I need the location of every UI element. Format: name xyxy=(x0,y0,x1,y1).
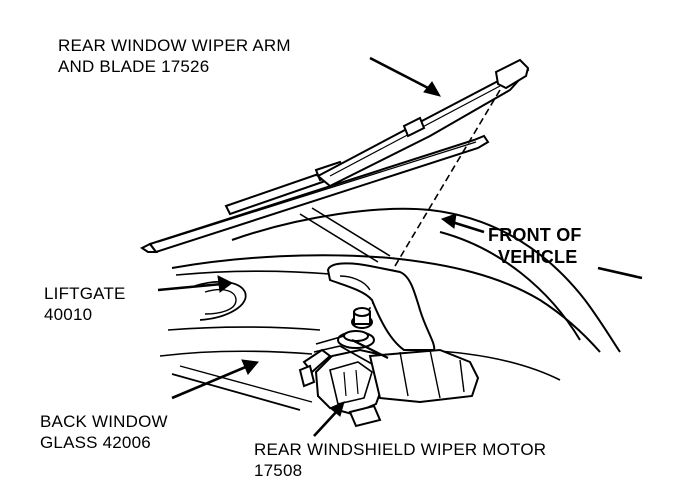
wiper-pivot-housing xyxy=(326,262,436,351)
label-front-of-vehicle-line1: FRONT OF xyxy=(488,225,582,245)
leader-arrows xyxy=(157,56,643,437)
label-back-window-line2: GLASS 42006 xyxy=(40,433,151,452)
label-liftgate-line2: 40010 xyxy=(44,305,93,324)
label-back-window-line1: BACK WINDOW xyxy=(40,412,168,431)
label-wiper-motor-line2: 17508 xyxy=(254,461,303,480)
label-wiper-arm-line1: REAR WINDOW WIPER ARM xyxy=(58,36,291,55)
liftgate-body xyxy=(159,207,621,411)
label-wiper-motor-line1: REAR WINDSHIELD WIPER MOTOR xyxy=(254,440,547,459)
label-liftgate-line1: LIFTGATE xyxy=(44,284,126,303)
wiper-arm-and-blade xyxy=(140,58,530,254)
label-wiper-arm-line2: AND BLADE 17526 xyxy=(58,57,210,76)
wiper-motor xyxy=(298,335,480,428)
label-front-of-vehicle-line2: VEHICLE xyxy=(498,247,578,267)
